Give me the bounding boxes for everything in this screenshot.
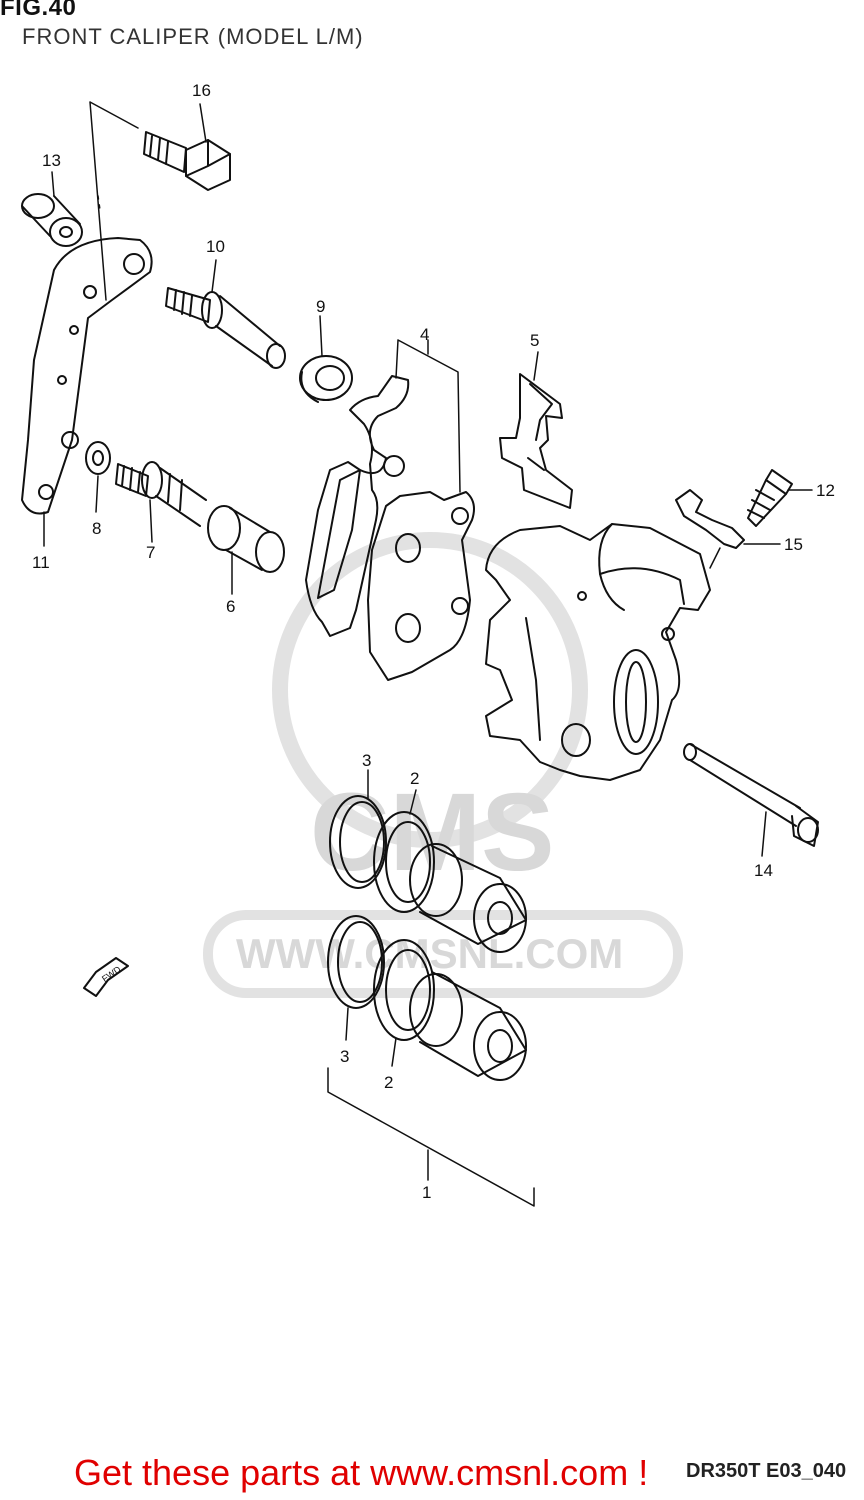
label-9: 9: [316, 297, 325, 316]
label-15: 15: [784, 535, 803, 554]
dust-seal-2-lower: [373, 939, 435, 1041]
label-16: 16: [192, 81, 211, 100]
slide-pin-7: [115, 461, 207, 527]
label-5: 5: [530, 331, 539, 350]
piston-seal-3-lower: [327, 915, 385, 1009]
part-labels: 16 13 10 9 4 5 12 15 8 7 11 6 3 2 14 3 2…: [32, 81, 835, 1202]
label-2-upper: 2: [410, 769, 419, 788]
label-3-upper: 3: [362, 751, 371, 770]
bleeder-cap-15: [675, 489, 745, 549]
forward-arrow-icon: [83, 957, 129, 997]
watermark-brand: CMS: [310, 771, 554, 894]
slide-pin-10: [165, 287, 286, 369]
dust-seal-2-upper: [373, 811, 435, 913]
label-11: 13: [42, 151, 61, 170]
label-13: 11: [32, 553, 50, 572]
label-6: 6: [226, 597, 235, 616]
bolt-16: [143, 131, 231, 191]
bracket-hole: [83, 285, 97, 299]
caliper-body: [485, 523, 711, 781]
caliper-bracket: [21, 237, 153, 515]
brake-pad-outer: [305, 375, 410, 637]
boot-9: [299, 355, 353, 403]
label-3-lower: 3: [340, 1047, 349, 1066]
bracket-hole: [38, 484, 54, 500]
watermark-url: WWW.CMSNL.COM: [236, 930, 623, 977]
pad-pin-12: [683, 743, 819, 847]
bleeder-screw-14: [747, 469, 793, 527]
label-1: 1: [422, 1183, 431, 1202]
label-8: 8: [92, 519, 101, 538]
piston-upper: [409, 843, 527, 953]
label-7: 7: [146, 543, 155, 562]
brake-pad-inner: [367, 491, 475, 681]
piston-lower: [409, 971, 527, 1081]
figure-title: FRONT CALIPER (MODEL L/M): [22, 24, 364, 49]
label-14: 12: [816, 481, 835, 500]
pad-spring-5: [499, 373, 573, 509]
piston-seal-3-upper: [329, 795, 387, 889]
collar-11: [21, 193, 83, 247]
boot-6: [207, 505, 285, 573]
figure-number: FIG.40: [0, 0, 77, 21]
label-10: 10: [206, 237, 225, 256]
parts-link-footer[interactable]: Get these parts at www.cmsnl.com !: [74, 1452, 649, 1493]
drawing-code: DR350T E03_040: [686, 1460, 847, 1482]
cms-watermark: CMS WWW.CMSNL.COM: [203, 532, 683, 998]
washer-8: [85, 441, 111, 475]
bracket-hole: [69, 325, 79, 335]
label-2-lower: 2: [384, 1073, 393, 1092]
label-4: 4: [420, 325, 429, 344]
bracket-hole: [123, 253, 145, 275]
label-12: 14: [754, 861, 773, 880]
leader-lines: [43, 101, 813, 1207]
bracket-hole: [61, 431, 79, 449]
bracket-hole: [57, 375, 67, 385]
